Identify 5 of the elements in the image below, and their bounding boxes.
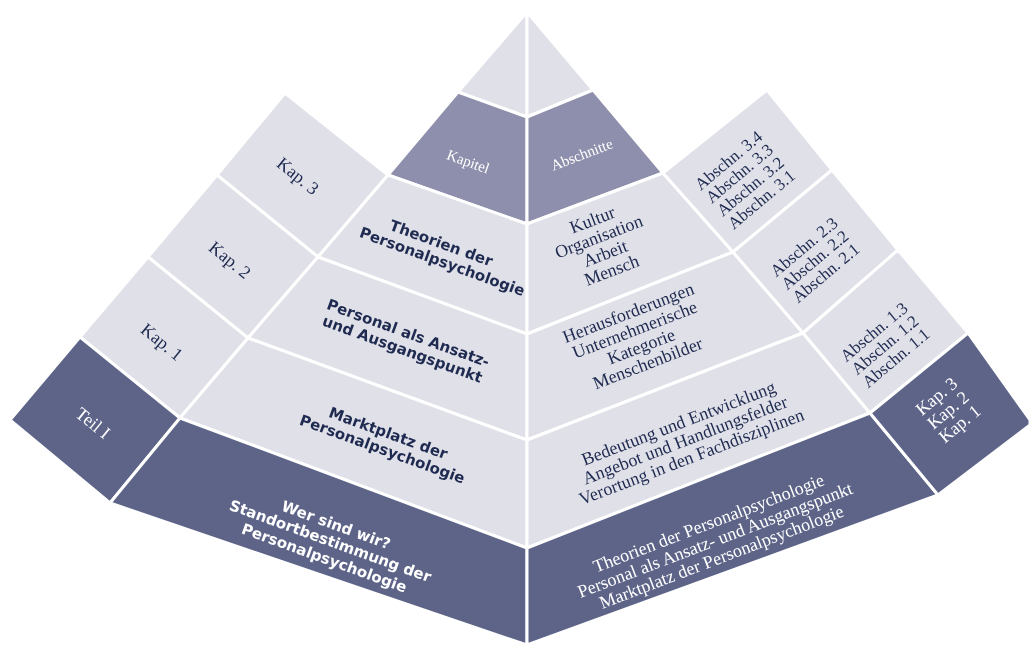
segment-label: Kap. 2: [205, 237, 255, 283]
segment-label: Kapitel: [444, 147, 492, 177]
segment-label: Teil I: [72, 403, 114, 443]
segment-label: Kap. 1: [137, 319, 187, 365]
segment-label: Kap. 3: [273, 153, 323, 199]
